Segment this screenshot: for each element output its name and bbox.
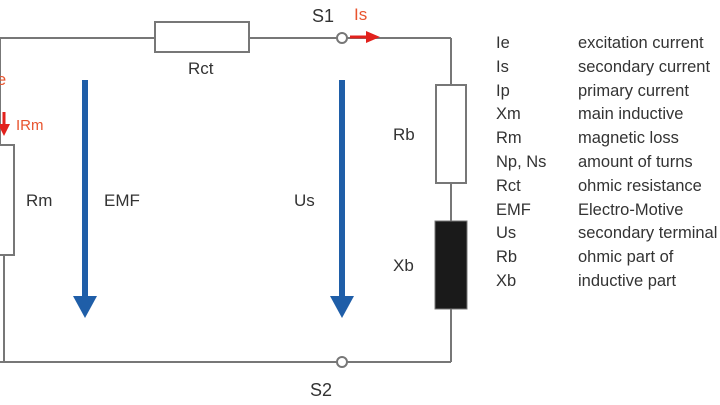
legend-row: Ip primary current [496, 80, 720, 104]
legend-description: main inductive [578, 105, 684, 124]
legend-row: Rm magnetic loss [496, 127, 720, 151]
legend-symbol: Is [496, 57, 509, 76]
legend-description: excitation current [578, 34, 704, 52]
legend-symbol: Us [496, 224, 517, 243]
legend-row: Ie excitation current [496, 32, 720, 56]
irm-current-arrow-head [0, 124, 10, 136]
legend-symbol: Np, Ns [496, 152, 547, 171]
xb-inductor [434, 220, 468, 310]
legend-description: Electro-Motive [578, 200, 684, 219]
terminal-s1 [336, 32, 348, 44]
label-s2: S2 [310, 380, 332, 400]
label-is: Is [354, 5, 367, 24]
is-current-arrow-head [366, 31, 380, 43]
legend-row: Us secondary terminal [496, 222, 720, 246]
label-irm: IRm [16, 117, 44, 134]
rm-resistor [0, 144, 15, 256]
legend-row: Is secondary current [496, 56, 720, 80]
label-rb: Rb [393, 125, 415, 144]
legend-symbol: EMF [496, 200, 531, 219]
legend-description: inductive part [578, 271, 677, 290]
label-ie: Ie [0, 70, 6, 89]
legend-row: Np, Ns amount of turns [496, 151, 720, 175]
legend-description: secondary terminal [578, 224, 718, 243]
label-rct: Rct [188, 59, 214, 78]
legend-row: Xm main inductive [496, 103, 720, 127]
legend-description: ohmic resistance [578, 176, 702, 195]
legend-symbol: Ie [496, 34, 510, 52]
legend-symbol: Rm [496, 129, 522, 148]
rct-resistor [154, 21, 250, 53]
legend-description: secondary current [578, 57, 711, 76]
label-s1: S1 [312, 6, 334, 26]
emf-arrow-head [73, 296, 97, 318]
legend-symbol: Rct [496, 176, 521, 195]
legend-row: Rct ohmic resistance [496, 175, 720, 199]
label-xb: Xb [393, 256, 414, 275]
us-arrow-head [330, 296, 354, 318]
terminal-s2 [336, 356, 348, 368]
legend-symbol: Xb [496, 271, 517, 290]
legend-row: Xb inductive part [496, 270, 720, 294]
label-rm: Rm [26, 191, 52, 210]
legend-row: Rb ohmic part of [496, 246, 720, 270]
legend-symbol: Rb [496, 248, 518, 267]
legend-description: magnetic loss [578, 129, 679, 148]
legend-row: EMF Electro-Motive [496, 199, 720, 223]
legend: Ie excitation current Is secondary current… [496, 32, 720, 294]
legend-symbol: Ip [496, 81, 510, 100]
legend-description: primary current [578, 81, 689, 100]
label-us: Us [294, 191, 315, 210]
legend-description: amount of turns [578, 152, 693, 171]
label-emf: EMF [104, 191, 140, 210]
rb-resistor [435, 84, 467, 184]
legend-description: ohmic part of [578, 248, 674, 267]
legend-symbol: Xm [496, 105, 521, 124]
